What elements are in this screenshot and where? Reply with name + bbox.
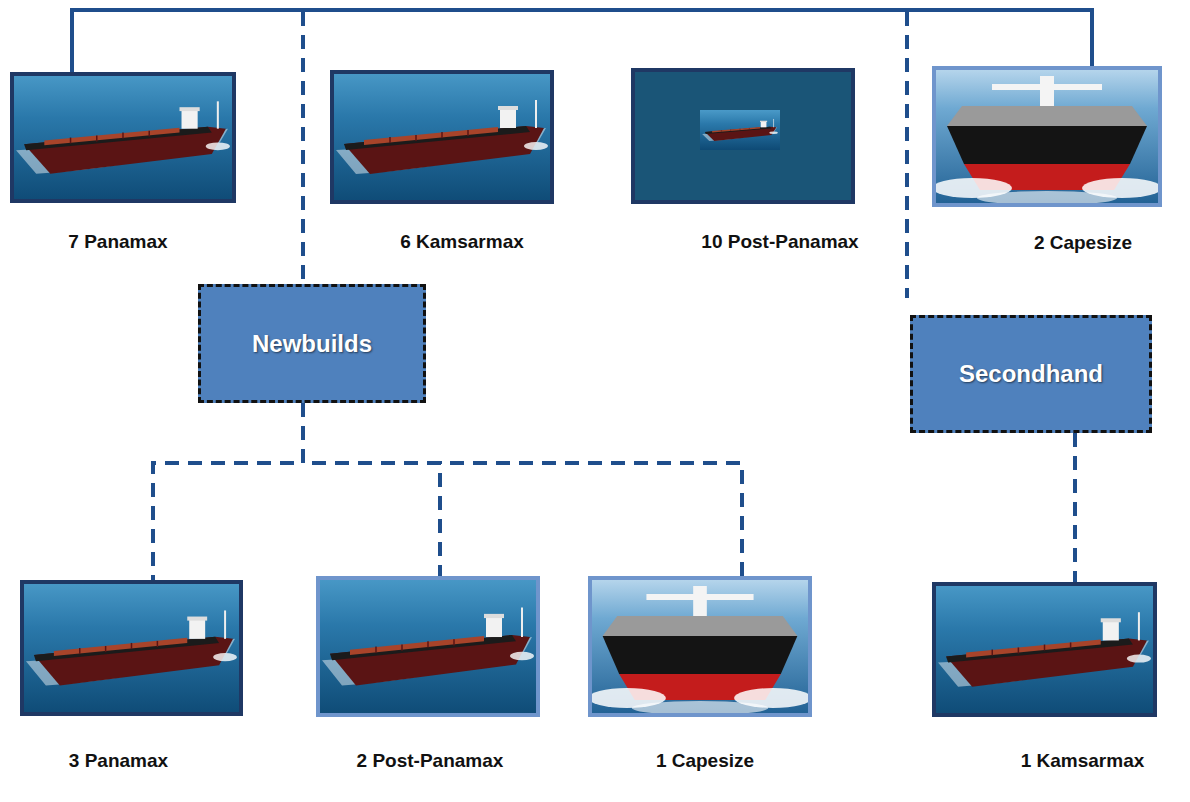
photo-border [330,70,554,204]
ship-photo [631,68,855,204]
dashed-drop [905,12,909,298]
group-label: Secondhand [959,360,1103,388]
ship-frame: 3 Panamax [20,580,243,716]
photo-border [588,576,812,717]
fleet-caption: 2 Post-Panamax [357,750,504,773]
fleet-connector [153,403,303,580]
photo-border [932,66,1162,207]
fleet-connector [72,10,1092,72]
ship-frame: 2 Capesize [932,66,1162,207]
ship-photo [10,72,236,203]
ship-photo [932,66,1162,207]
ship-photo [588,576,812,717]
fleet-caption: 1 Capesize [656,750,754,773]
ship-frame: 2 Post-Panamax [316,576,540,717]
fleet-caption: 7 Panamax [68,231,167,254]
ship-frame: 1 Kamsarmax [932,582,1157,717]
photo-border [932,582,1157,717]
photo-border [316,576,540,717]
ship-frame: 10 Post-Panamax [631,68,855,204]
group-box: Newbuilds [198,284,426,403]
fleet-caption: 10 Post-Panamax [701,231,858,254]
photo-border [20,580,243,716]
fleet-connector [303,403,742,576]
ship-photo [316,576,540,717]
ship-frame: 6 Kamsarmax [330,70,554,204]
fleet-caption: 1 Kamsarmax [1021,750,1145,773]
photo-border [10,72,236,203]
ship-photo [932,582,1157,717]
fleet-caption: 3 Panamax [69,750,168,773]
ship-frame: 7 Panamax [10,72,236,203]
fleet-caption: 2 Capesize [1034,232,1132,255]
ship-photo [330,70,554,204]
group-label: Newbuilds [252,330,372,358]
ship-frame: 1 Capesize [588,576,812,717]
ship-photo [20,580,243,716]
dashed-drop [301,12,305,284]
fleet-caption: 6 Kamsarmax [400,231,524,254]
fleet-connector [1073,433,1077,582]
group-box: Secondhand [910,315,1152,433]
fleet-connector [303,403,440,576]
photo-border [631,68,855,204]
